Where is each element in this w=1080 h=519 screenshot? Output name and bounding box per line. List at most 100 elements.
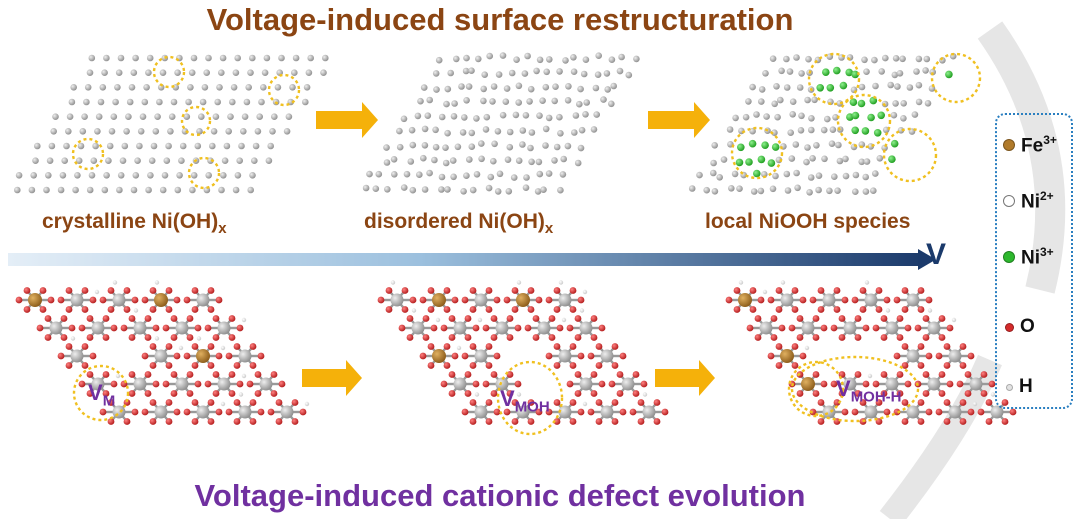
- oxygen-atom: [299, 408, 307, 416]
- ni2-atom: [843, 377, 857, 391]
- ni2-atom: [928, 85, 936, 92]
- oxygen-atom: [938, 390, 946, 397]
- ni2-atom: [420, 84, 428, 91]
- ni2-atom: [688, 185, 696, 192]
- ni2-atom: [196, 405, 210, 419]
- ni2-atom: [189, 186, 196, 194]
- oxygen-atom: [207, 418, 215, 425]
- oxygen-atom: [569, 343, 577, 350]
- oxygen-atom: [493, 352, 501, 360]
- ni2-atom: [580, 70, 588, 78]
- oxygen-atom: [107, 306, 115, 313]
- defect-circle: [836, 93, 892, 149]
- ni3-atom: [822, 68, 830, 76]
- oxygen-atom: [595, 399, 603, 406]
- oxygen-atom: [506, 315, 514, 322]
- ni2-atom: [536, 56, 544, 64]
- ni2-atom: [798, 112, 805, 120]
- ni2-atom: [474, 293, 488, 307]
- ni2-atom: [604, 86, 611, 93]
- ni2-atom: [796, 84, 804, 91]
- oxygen-atom: [149, 343, 157, 350]
- oxygen-atom: [267, 408, 275, 416]
- hydrogen-atom: [927, 308, 933, 313]
- ni2-atom: [915, 55, 923, 63]
- ni2-atom: [570, 54, 577, 61]
- fe3-atom: [738, 293, 752, 307]
- oxygen-atom: [830, 324, 838, 332]
- ni2-atom: [758, 86, 766, 93]
- oxygen-atom: [191, 418, 199, 425]
- ni2-atom: [84, 84, 92, 91]
- oxygen-atom: [401, 287, 409, 294]
- ni2-atom: [303, 84, 311, 91]
- hydrogen-atom: [154, 336, 160, 341]
- oxygen-atom: [102, 390, 110, 397]
- oxygen-atom: [770, 334, 778, 341]
- oxygen-atom: [149, 418, 157, 425]
- ni2-atom: [750, 188, 758, 195]
- ni2-atom: [736, 185, 743, 192]
- oxygen-atom: [212, 390, 220, 397]
- ni2-atom: [163, 157, 171, 164]
- oxygen-atom: [527, 418, 535, 425]
- ni2-atom: [178, 157, 185, 164]
- ni2-atom: [486, 52, 494, 60]
- oxygen-atom: [123, 418, 131, 425]
- ni2-atom: [159, 69, 167, 76]
- ni2-atom: [209, 142, 216, 150]
- ni2-atom: [420, 154, 427, 162]
- hydrogen-atom: [241, 317, 247, 323]
- oxygen-atom: [427, 362, 435, 369]
- oxygen-atom: [165, 399, 173, 406]
- ni2-atom: [221, 157, 229, 164]
- ni2-atom: [579, 377, 593, 391]
- oxygen-atom: [65, 287, 73, 294]
- oxygen-atom: [901, 287, 909, 294]
- ni2-atom: [432, 70, 440, 77]
- oxygen-atom: [215, 408, 223, 416]
- ni2-atom: [480, 85, 488, 93]
- ni2-atom: [595, 52, 602, 59]
- ni2-atom: [196, 128, 203, 135]
- process-arrow: [648, 102, 710, 138]
- ni2-atom: [256, 113, 264, 120]
- ni2-atom: [558, 405, 572, 419]
- oxygen-atom: [233, 343, 241, 350]
- oxygen-atom: [485, 399, 493, 406]
- ni2-atom: [88, 172, 96, 179]
- oxygen-atom: [598, 324, 606, 332]
- oxygen-atom: [490, 390, 498, 397]
- oxygen-atom: [123, 399, 131, 406]
- oxygen-atom: [440, 380, 448, 388]
- oxygen-atom: [838, 371, 846, 378]
- ni2-atom: [46, 157, 54, 164]
- oxygen-atom: [896, 315, 904, 322]
- ni2-atom: [512, 111, 520, 119]
- ni2-atom: [504, 156, 512, 163]
- oxygen-atom: [398, 324, 406, 332]
- ni2-atom: [720, 156, 728, 163]
- ni3-atom: [833, 66, 841, 75]
- oxygen-atom: [535, 408, 543, 416]
- ni2-atom: [763, 113, 770, 120]
- oxygen-atom: [896, 390, 904, 397]
- oxygen-atom: [81, 287, 89, 294]
- oxygen-atom: [39, 287, 47, 294]
- oxygen-atom: [128, 390, 136, 397]
- oxygen-atom: [141, 296, 149, 304]
- oxygen-atom: [123, 287, 131, 294]
- oxygen-atom: [767, 352, 775, 360]
- ni2-atom: [801, 321, 815, 335]
- ni3-atom: [826, 84, 835, 92]
- oxygen-atom: [574, 315, 582, 322]
- oxygen-atom: [791, 306, 799, 313]
- ni2-atom: [205, 172, 212, 179]
- ni2-atom: [502, 98, 510, 105]
- oxygen-atom: [595, 343, 603, 350]
- ni2-atom: [77, 142, 85, 150]
- ni2-atom: [822, 293, 836, 307]
- oxygen-atom: [817, 287, 825, 294]
- oxygen-atom: [757, 296, 765, 304]
- oxygen-atom: [57, 296, 65, 304]
